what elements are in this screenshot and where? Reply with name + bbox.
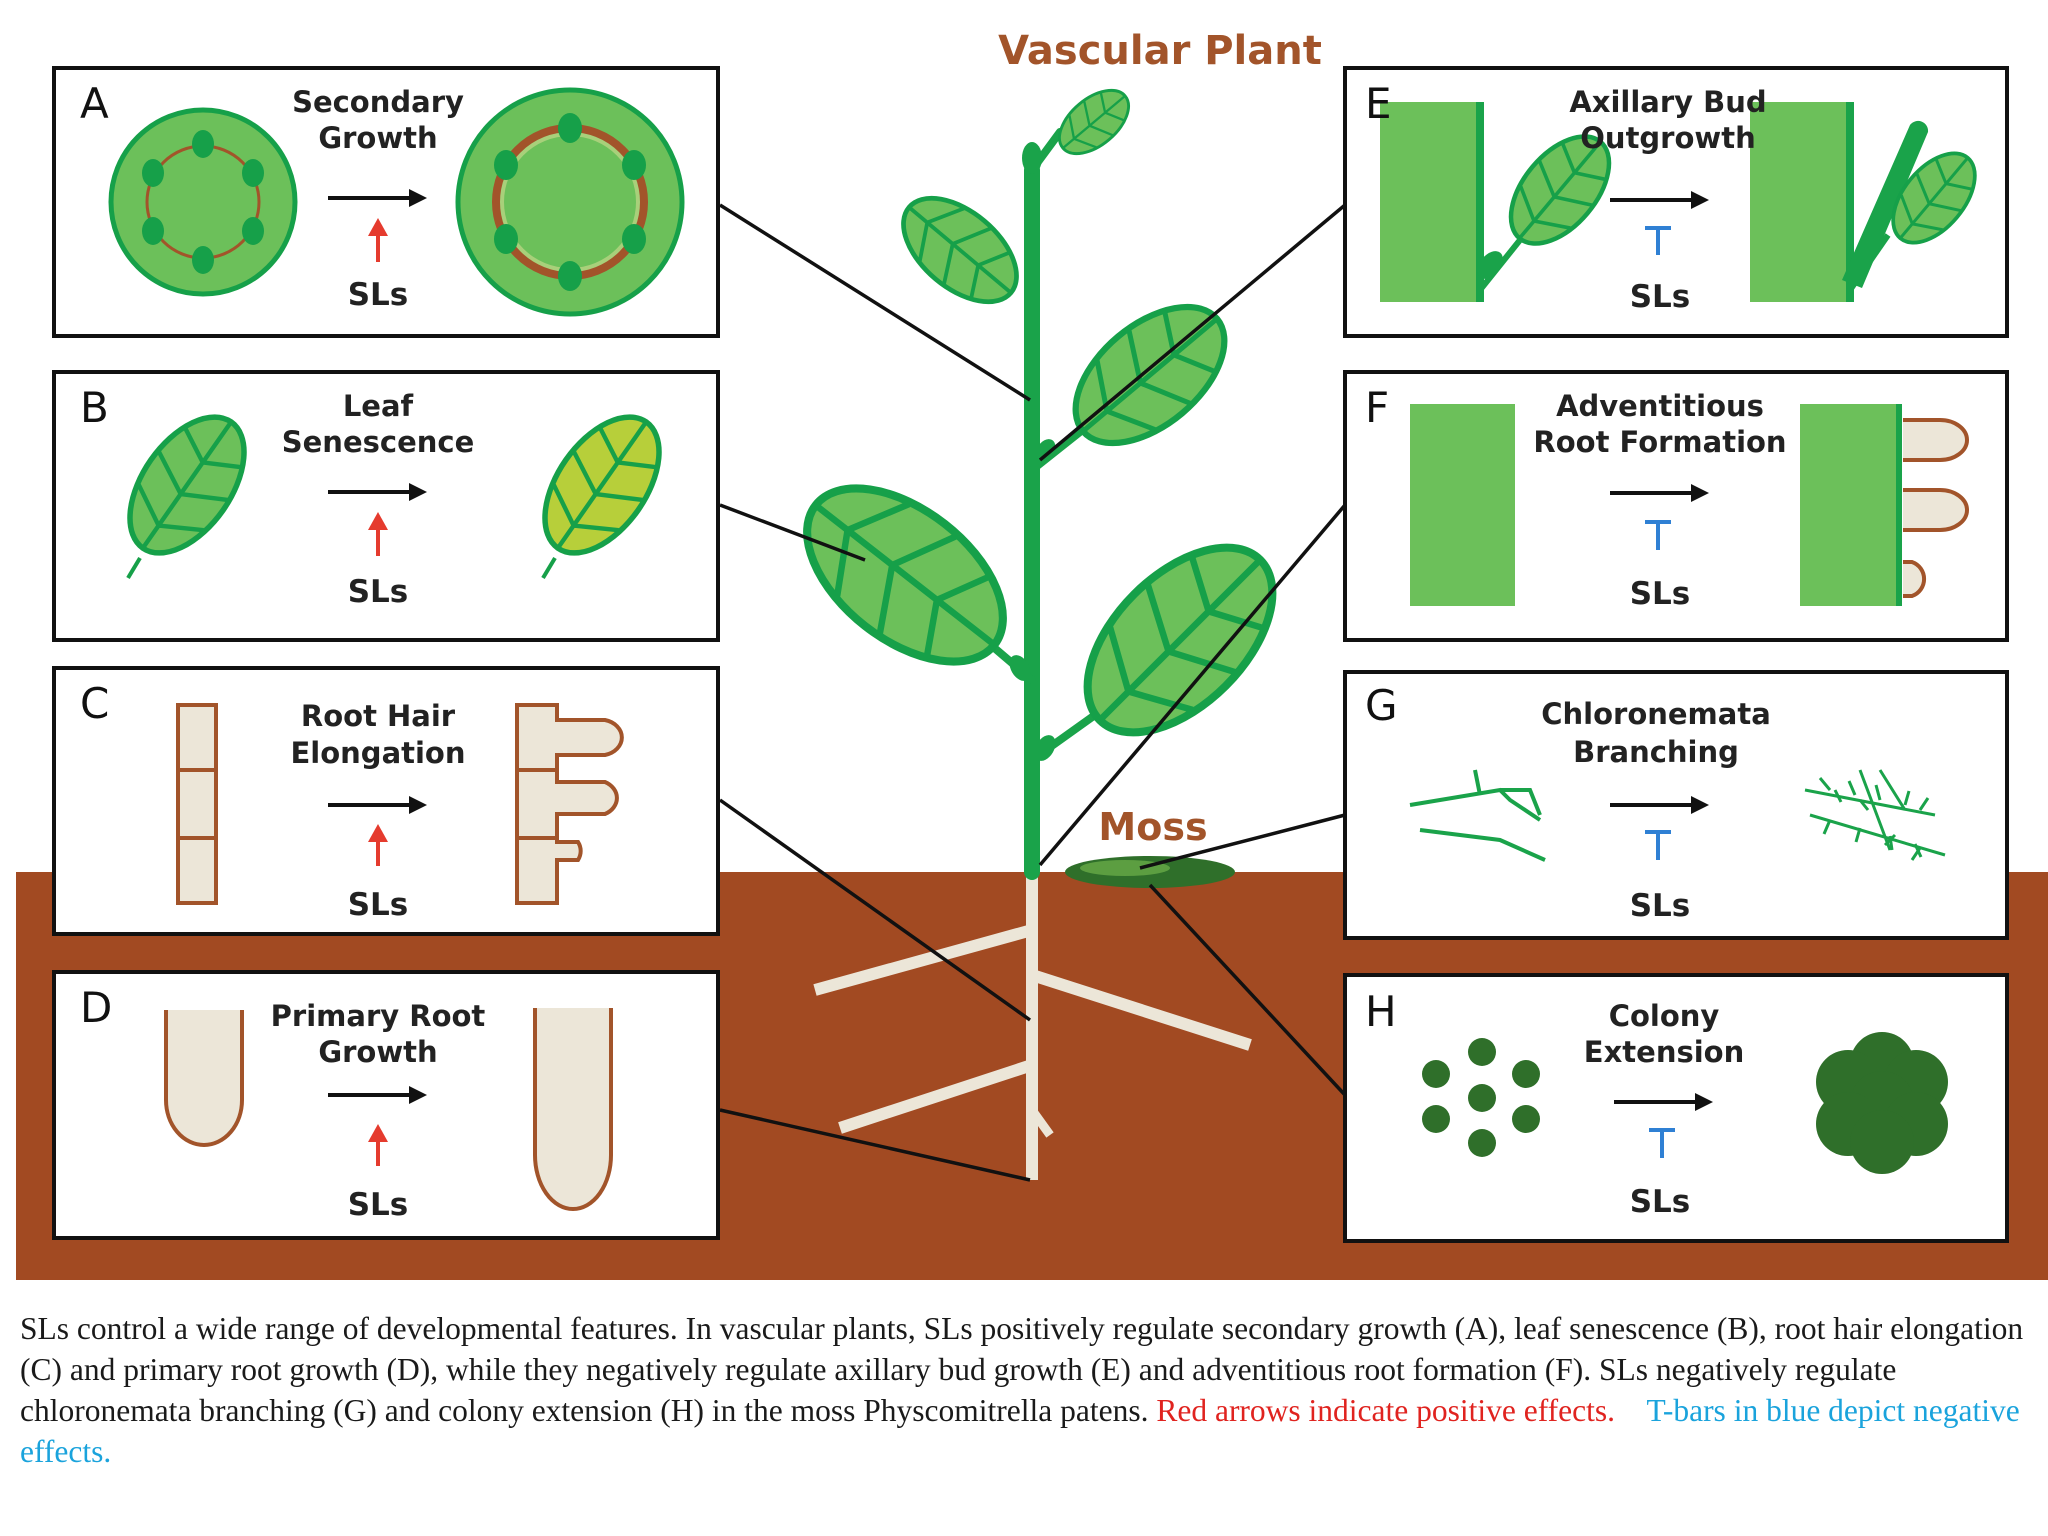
panel-g-chloronemata xyxy=(1409,769,1946,862)
caption-positive-note: Red arrows indicate positive effects. xyxy=(1156,1393,1615,1428)
panel-c-letter: C xyxy=(80,679,109,728)
panel-e-axillary-bud xyxy=(1380,102,1993,302)
roots xyxy=(813,872,1252,1180)
caption-negative-note: T-bars in blue depict negative effects. xyxy=(20,1393,2020,1469)
panel-c-regulator: SLs xyxy=(348,887,409,923)
strigolactone-diagram: Vascular Plant Moss xyxy=(16,28,2048,1280)
panel-a-regulator: SLs xyxy=(348,277,409,313)
panel-g-letter: G xyxy=(1365,681,1398,730)
panel-d-title-2: Growth xyxy=(318,1035,437,1069)
panel-f-title-1: Adventitious xyxy=(1556,389,1764,423)
panel-a-letter: A xyxy=(80,79,109,128)
panel-h-title-1: Colony xyxy=(1609,999,1720,1033)
connector-lines xyxy=(718,203,1347,1182)
positive-arrow-icon xyxy=(368,824,388,842)
panel-b-title-2: Senescence xyxy=(282,425,475,459)
positive-arrow-icon xyxy=(368,512,388,530)
panel-h-letter: H xyxy=(1365,987,1397,1036)
panel-d-title-1: Primary Root xyxy=(271,999,486,1033)
regulation-symbols: SLs SLs SLs SLs SLs xyxy=(328,189,1713,1223)
caption-main: SLs control a wide range of developmenta… xyxy=(20,1311,2024,1428)
panel-a-title-2: Growth xyxy=(318,121,437,155)
panel-f-letter: F xyxy=(1365,383,1389,432)
panel-c-title-1: Root Hair xyxy=(301,699,456,733)
panel-f-title-2: Root Formation xyxy=(1533,425,1786,459)
panel-d-regulator: SLs xyxy=(348,1187,409,1223)
panel-e-title-1: Axillary Bud xyxy=(1569,85,1766,119)
panel-b-regulator: SLs xyxy=(348,574,409,610)
panel-c-root-hair xyxy=(176,703,624,905)
plant-leaves xyxy=(776,76,1306,766)
panel-e-title-2: Outgrowth xyxy=(1580,121,1755,155)
figure-caption: SLs control a wide range of developmenta… xyxy=(20,1308,2030,1472)
panel-c-title-2: Elongation xyxy=(290,736,465,770)
panel-d-primary-root xyxy=(164,1008,613,1211)
plant-title: Vascular Plant xyxy=(998,28,1322,74)
panel-h-title-2: Extension xyxy=(1584,1035,1744,1069)
panel-f-adventitious-root xyxy=(1410,404,1969,606)
panel-e-regulator: SLs xyxy=(1630,279,1691,315)
panel-b-title-1: Leaf xyxy=(343,389,414,423)
positive-arrow-icon xyxy=(368,218,388,236)
panel-labels: A Secondary Growth B Leaf Senescence C R… xyxy=(80,79,1787,1069)
panel-b-leaf-senescence xyxy=(107,397,682,580)
panel-f-regulator: SLs xyxy=(1630,576,1691,612)
panel-g-regulator: SLs xyxy=(1630,888,1691,924)
positive-arrow-icon xyxy=(368,1124,388,1142)
panel-e-letter: E xyxy=(1365,79,1392,128)
panel-a-secondary-growth xyxy=(108,87,685,317)
panel-g-title-1: Chloronemata xyxy=(1541,697,1771,731)
panel-b-letter: B xyxy=(80,383,109,432)
panel-h-regulator: SLs xyxy=(1630,1184,1691,1220)
panel-g-title-2: Branching xyxy=(1573,735,1739,769)
panel-h-colony xyxy=(1422,1032,1948,1174)
panel-d-letter: D xyxy=(80,983,112,1032)
panel-a-title-1: Secondary xyxy=(292,85,464,119)
moss-label: Moss xyxy=(1098,805,1207,849)
